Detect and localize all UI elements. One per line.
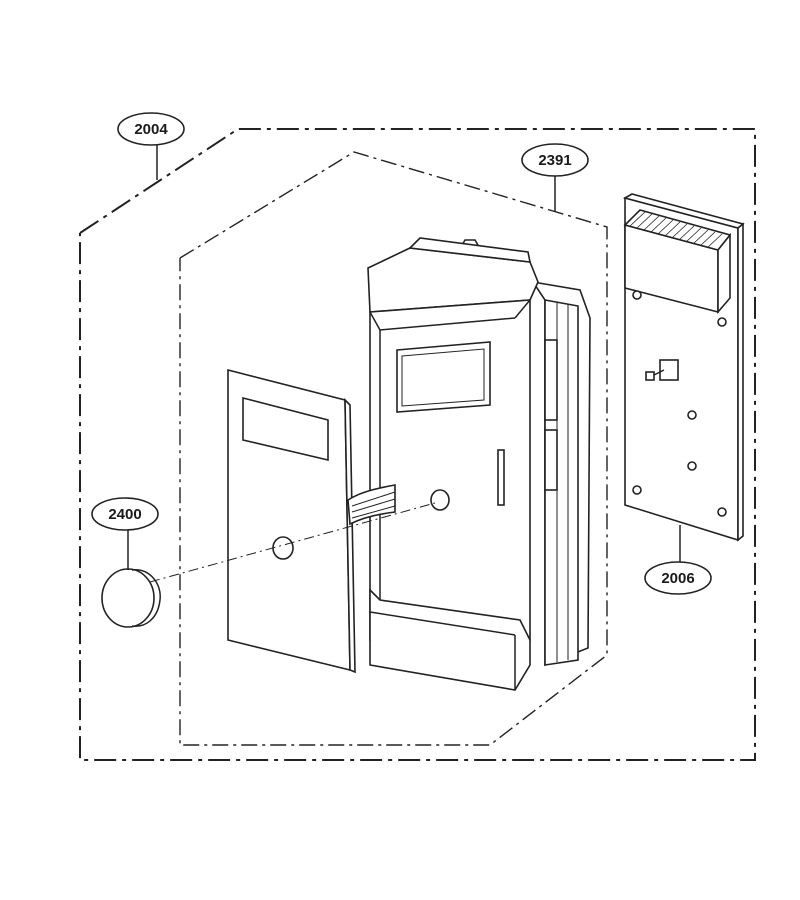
callout-control-frame: 2391 [521,143,589,212]
membrane-panel-part [227,368,396,674]
assembly-boundary [79,128,756,761]
alignment-line [149,502,436,583]
callout-knob-label: 2400 [108,506,141,523]
callout-pcb-label: 2006 [661,570,694,587]
callout-knob: 2400 [91,497,159,570]
knob-part [101,568,161,628]
control-frame-boundary [179,151,608,746]
control-frame-part [367,237,591,691]
callout-control-frame-label: 2391 [538,152,571,169]
callout-assembly: 2004 [117,112,185,180]
callout-pcb: 2006 [644,525,712,595]
pcb-part [622,193,745,542]
callout-assembly-label: 2004 [134,121,168,138]
